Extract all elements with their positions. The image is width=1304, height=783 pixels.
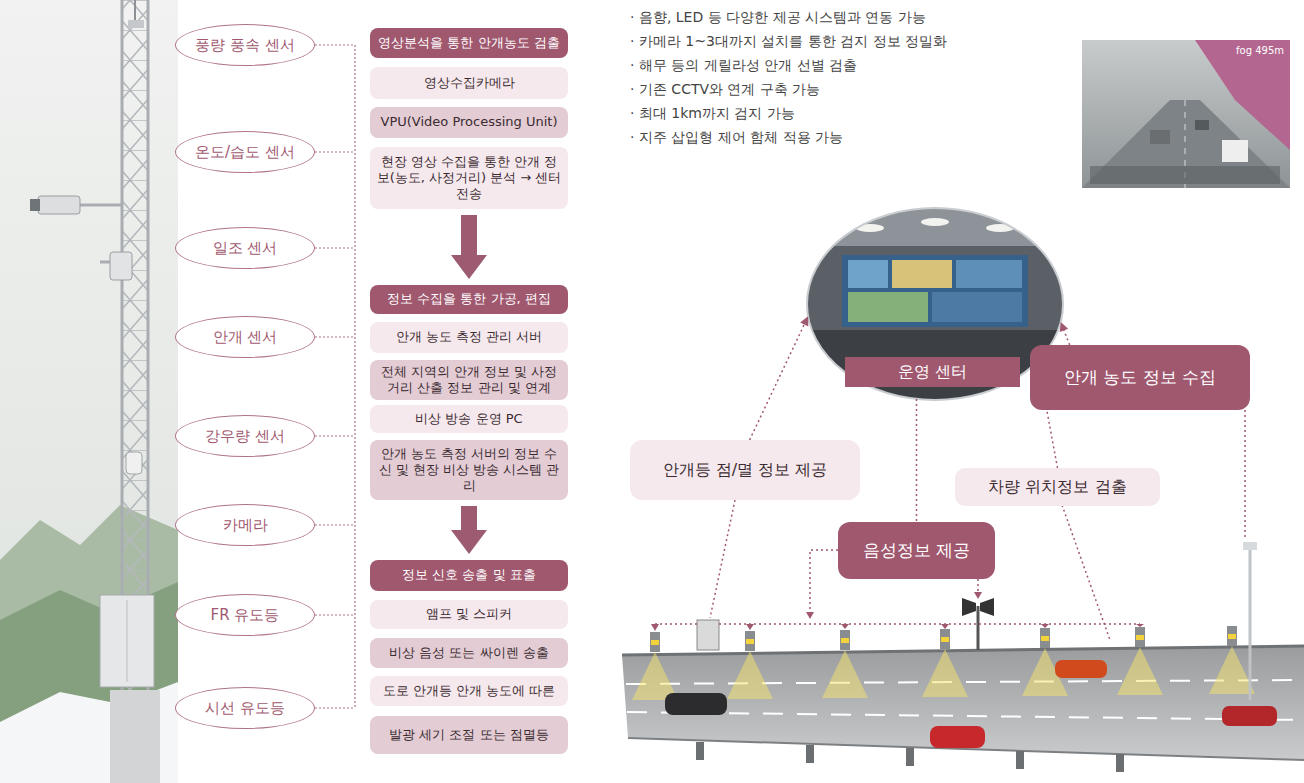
node-text: 정보 수집을 통한 가공, 편집 (387, 291, 551, 307)
feature-note: · 기존 CCTV와 연계 구축 가능 (630, 80, 820, 100)
connector (451, 506, 487, 554)
operation-center: 운영 센터 (807, 208, 1063, 400)
feature-note: · 음향, LED 등 다양한 제공 시스템과 연동 가능 (630, 8, 926, 28)
node-text: 전체 지역의 안개 정보 및 사정거리 산출 정보 관리 및 연계 (375, 364, 563, 397)
node-text: 도로 안개등 안개 농도에 따른 (383, 683, 556, 699)
process-box: 비상 방송 운영 PC (370, 405, 568, 433)
process-box: 정보 신호 송출 및 표출 (370, 560, 568, 591)
node-text: 영상분석을 통한 안개농도 검출 (378, 35, 559, 51)
node-text: 풍량 풍속 센서 (195, 36, 295, 55)
process-box: 정보 수집을 통한 가공, 편집 (370, 285, 568, 314)
sensor-oval: 안개 센서 (175, 316, 315, 358)
feature-note: · 지주 삽입형 제어 함체 적용 가능 (630, 128, 843, 148)
connector (451, 215, 487, 279)
sensor-oval: 강우량 센서 (175, 415, 315, 457)
node-text: 음성정보 제공 (863, 540, 970, 561)
node-text: 발광 세기 조절 또는 점멸등 (389, 727, 549, 743)
node-text: 안개 센서 (213, 328, 278, 347)
node-text: 현장 영상 수집을 통한 안개 정보(농도, 사정거리) 분석 → 센터 전송 (375, 154, 563, 203)
photo-caption: fog 495m (1236, 44, 1284, 58)
connector (750, 316, 809, 440)
node-text: 운영 센터 (845, 357, 1020, 387)
process-box: 안개 농도 측정 관리 서버 (370, 322, 568, 353)
tower-illustration (0, 0, 178, 783)
node-text: 안개 농도 측정 관리 서버 (396, 329, 543, 345)
sensor-oval: 카메라 (175, 504, 315, 546)
sensor-oval: 시선 유도등 (175, 687, 315, 729)
node-text: 강우량 센서 (205, 427, 285, 446)
node-text: 비상 음성 또는 싸이렌 송출 (389, 645, 549, 661)
info-box: 안개 농도 정보 수집 (1030, 345, 1250, 410)
process-box: 안개 농도 측정 서버의 정보 수신 및 현장 비상 방송 시스템 관리 (370, 440, 568, 500)
feature-note: · 최대 1km까지 검지 가능 (630, 104, 795, 124)
node-text: 안개등 점/멸 정보 제공 (663, 460, 828, 480)
node-text: 안개 농도 측정 서버의 정보 수신 및 현장 비상 방송 시스템 관리 (375, 446, 563, 495)
fog-camera-photo (1082, 40, 1290, 188)
info-box: 안개등 점/멸 정보 제공 (630, 440, 860, 500)
connector (916, 399, 917, 522)
node-text: VPU(Video Processing Unit) (381, 114, 558, 130)
node-text: 시선 유도등 (205, 699, 285, 718)
node-text: 정보 신호 송출 및 표출 (402, 567, 536, 583)
info-box: 차량 위치정보 검출 (955, 468, 1160, 506)
node-text: 영상수집카메라 (424, 75, 515, 91)
sensor-oval: 일조 센서 (175, 227, 315, 269)
process-box: 도로 안개등 안개 농도에 따른 (370, 676, 568, 706)
process-box: 현장 영상 수집을 통한 안개 정보(농도, 사정거리) 분석 → 센터 전송 (370, 147, 568, 209)
process-box: VPU(Video Processing Unit) (370, 107, 568, 138)
node-text: FR 유도등 (211, 606, 280, 625)
connector (1060, 322, 1070, 345)
process-box: 영상수집카메라 (370, 67, 568, 99)
info-box: 음성정보 제공 (838, 522, 995, 579)
process-box: 전체 지역의 안개 정보 및 사정거리 산출 정보 관리 및 연계 (370, 360, 568, 400)
node-text: 온도/습도 센서 (195, 143, 295, 162)
process-box: 발광 세기 조절 또는 점멸등 (370, 716, 568, 754)
feature-note: · 카메라 1~3대까지 설치를 통한 검지 정보 정밀화 (630, 32, 947, 52)
node-text: 비상 방송 운영 PC (415, 411, 522, 427)
sensor-leader-lines (315, 45, 355, 708)
sensor-oval: 온도/습도 센서 (175, 131, 315, 173)
process-box: 영상분석을 통한 안개농도 검출 (370, 28, 568, 58)
node-text: 앰프 및 스피커 (426, 606, 512, 622)
sensor-oval: FR 유도등 (175, 594, 315, 636)
node-text: 일조 센서 (213, 239, 278, 258)
node-text: 차량 위치정보 검출 (988, 477, 1126, 497)
feature-note: · 해무 등의 게릴라성 안개 선별 검출 (630, 56, 857, 76)
process-box: 비상 음성 또는 싸이렌 송출 (370, 638, 568, 668)
process-box: 앰프 및 스피커 (370, 600, 568, 629)
sensor-oval: 풍량 풍속 센서 (175, 24, 315, 66)
control-room-photo (805, 206, 1065, 402)
node-text: 카메라 (223, 516, 268, 535)
signal-arrowheads (651, 592, 1144, 631)
node-text: 안개 농도 정보 수집 (1064, 367, 1216, 388)
